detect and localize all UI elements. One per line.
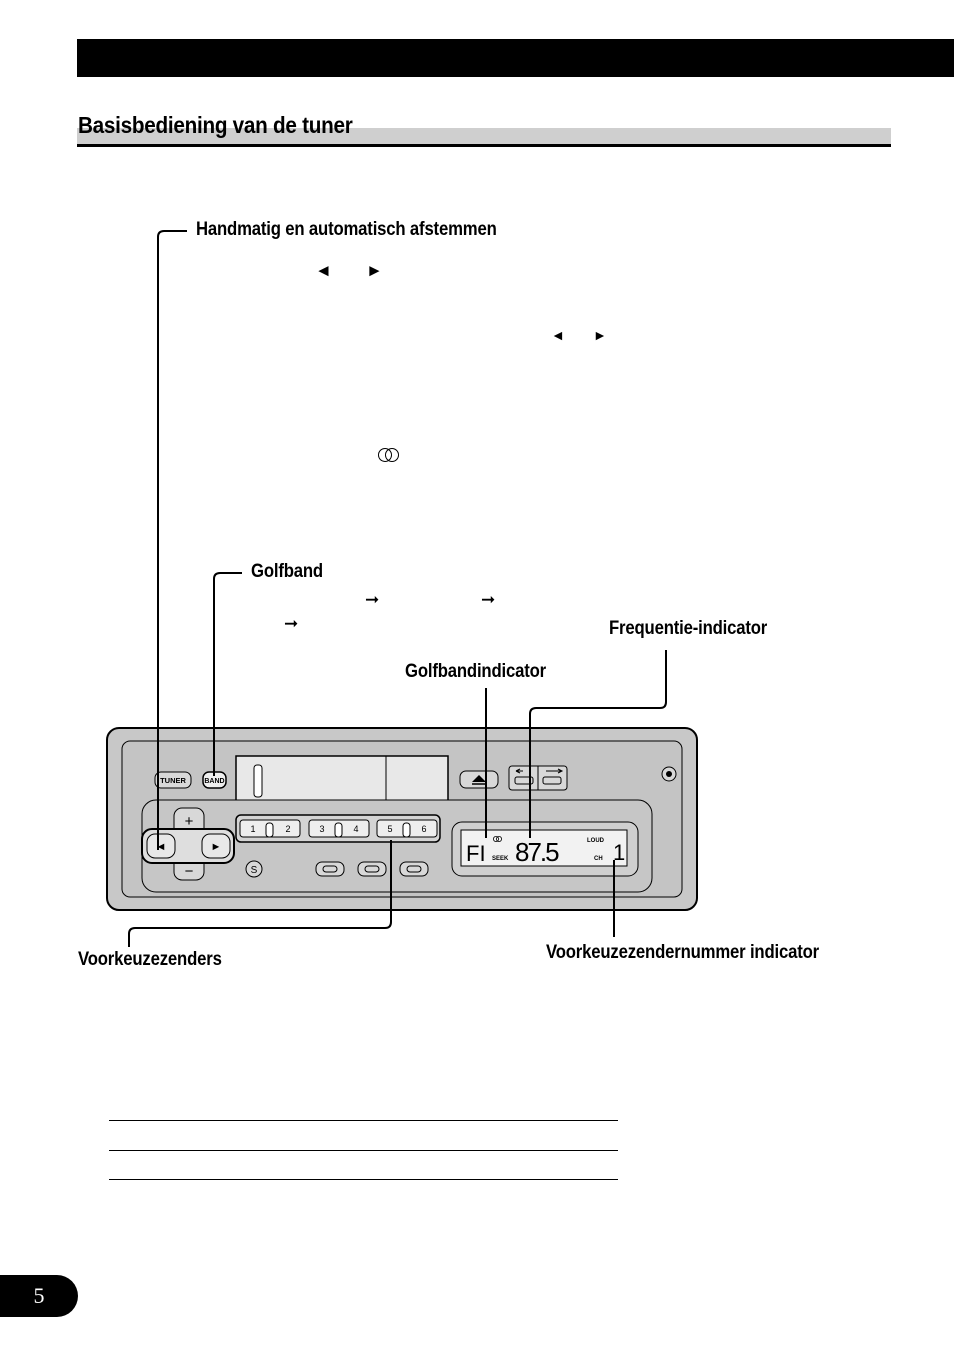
svg-text:+: + [185,813,194,830]
arrow-right-icon: ➞ [284,614,299,633]
header-bar [77,39,954,77]
svg-text:6: 6 [421,824,426,834]
callout-band: Golfband [251,561,323,582]
table-rule [109,1150,618,1151]
right-triangle-icon: ► [593,327,607,343]
svg-text:SEEK: SEEK [492,856,509,862]
arrow-right-icon: ➞ [481,590,496,609]
svg-text:2: 2 [285,824,290,834]
callout-manual-auto-tuning: Handmatig en automatisch afstemmen [196,219,497,240]
svg-text:5: 5 [387,824,392,834]
frequency-display: 87.5 [515,837,559,867]
table-rule [109,1120,618,1121]
band-indicator: FI [466,841,486,866]
svg-text:1: 1 [250,824,255,834]
stereo-indicator-icon [492,836,499,843]
left-triangle-icon: ◄ [551,327,565,343]
svg-text:S: S [251,865,258,876]
svg-text:CH: CH [594,856,603,862]
preset-number-display: 1 [613,840,625,865]
section-title: Basisbediening van de tuner [78,112,353,138]
svg-text:TUNER: TUNER [160,776,186,785]
arrow-right-icon: ➞ [365,590,380,609]
callout-preset-number-indicator: Voorkeuzezendernummer indicator [546,942,819,963]
svg-text:−: − [185,863,194,880]
svg-text:LOUD: LOUD [587,838,605,844]
stereo-icon [377,447,401,468]
lcd-display [460,829,628,867]
tuner-button [154,771,192,789]
page-number: 5 [0,1275,78,1317]
tuner-diagram: TUNER BAND + − ◄ ► 1 2 3 4 5 6 S FI [106,230,698,947]
right-triangle-icon: ► [366,261,383,280]
svg-text:◄: ◄ [156,841,167,853]
svg-text:BAND: BAND [204,778,224,785]
cassette-slot [235,755,449,804]
svg-text:►: ► [211,841,222,853]
leader-lines [128,230,667,947]
callout-band-indicator: Golfbandindicator [405,661,546,682]
table-rule [109,1179,618,1180]
section-title-band [77,128,891,144]
callout-frequency-indicator: Frequentie-indicator [609,618,768,639]
left-triangle-icon: ◄ [315,261,332,280]
svg-text:4: 4 [353,824,358,834]
s-button [245,860,263,878]
svg-text:3: 3 [319,824,324,834]
section-title-rule [77,144,891,147]
callout-presets: Voorkeuzezenders [78,949,222,970]
